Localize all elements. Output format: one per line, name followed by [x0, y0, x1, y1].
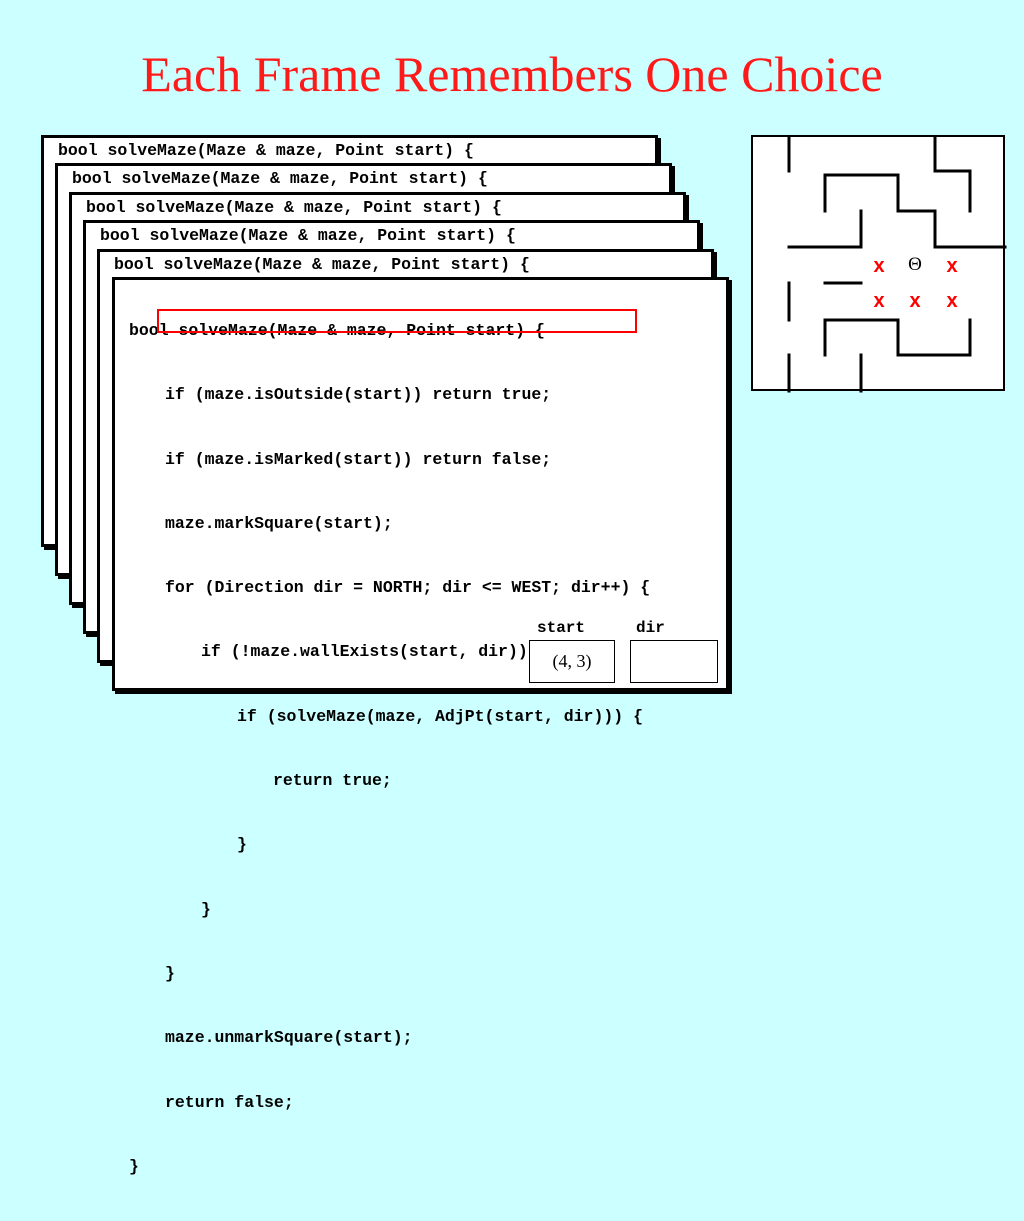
code-line: if (!maze.wallExists(start, dir)) { [201, 642, 548, 662]
code-line: for (Direction dir = NORTH; dir <= WEST;… [165, 578, 651, 598]
code-line: } [165, 963, 175, 983]
dir-label: dir [636, 619, 665, 637]
maze-walls [787, 137, 1007, 393]
code-line: } [237, 835, 247, 855]
frame-header: bool solveMaze(Maze & maze, Point start)… [72, 169, 488, 188]
code-line: maze.unmarkSquare(start); [165, 1028, 413, 1048]
visited-mark: x [873, 290, 885, 312]
start-value-box: (4, 3) [529, 640, 615, 683]
code-line: return false; [165, 1092, 294, 1112]
slide-title: Each Frame Remembers One Choice [141, 46, 883, 102]
dir-value-box [630, 640, 718, 683]
frame-header: bool solveMaze(Maze & maze, Point start)… [86, 198, 502, 217]
maze-diagram: x Θ x x x x [751, 135, 1007, 393]
visited-mark: x [946, 255, 958, 277]
current-position-marker: Θ [908, 254, 922, 275]
code-line: maze.markSquare(start); [165, 513, 393, 533]
visited-mark: x [909, 290, 921, 312]
code-line: } [129, 1156, 139, 1176]
current-line-highlight [157, 309, 637, 333]
code-line: } [201, 899, 211, 919]
start-label: start [537, 619, 586, 637]
code-line: return true; [273, 771, 392, 791]
code-line: bool solveMaze(Maze & maze, Point start)… [129, 321, 545, 340]
code-line: if (solveMaze(maze, AdjPt(start, dir))) … [237, 706, 643, 726]
code-line: if (maze.isOutside(start)) return true; [165, 385, 552, 405]
frame-header: bool solveMaze(Maze & maze, Point start)… [100, 226, 516, 245]
code-block: bool solveMaze(Maze & maze, Point start)… [129, 283, 650, 1221]
visited-mark: x [946, 290, 958, 312]
frame-header: bool solveMaze(Maze & maze, Point start)… [114, 255, 530, 274]
visited-mark: x [873, 255, 885, 277]
frame-header: bool solveMaze(Maze & maze, Point start)… [58, 141, 474, 160]
code-line: if (maze.isMarked(start)) return false; [165, 449, 552, 469]
